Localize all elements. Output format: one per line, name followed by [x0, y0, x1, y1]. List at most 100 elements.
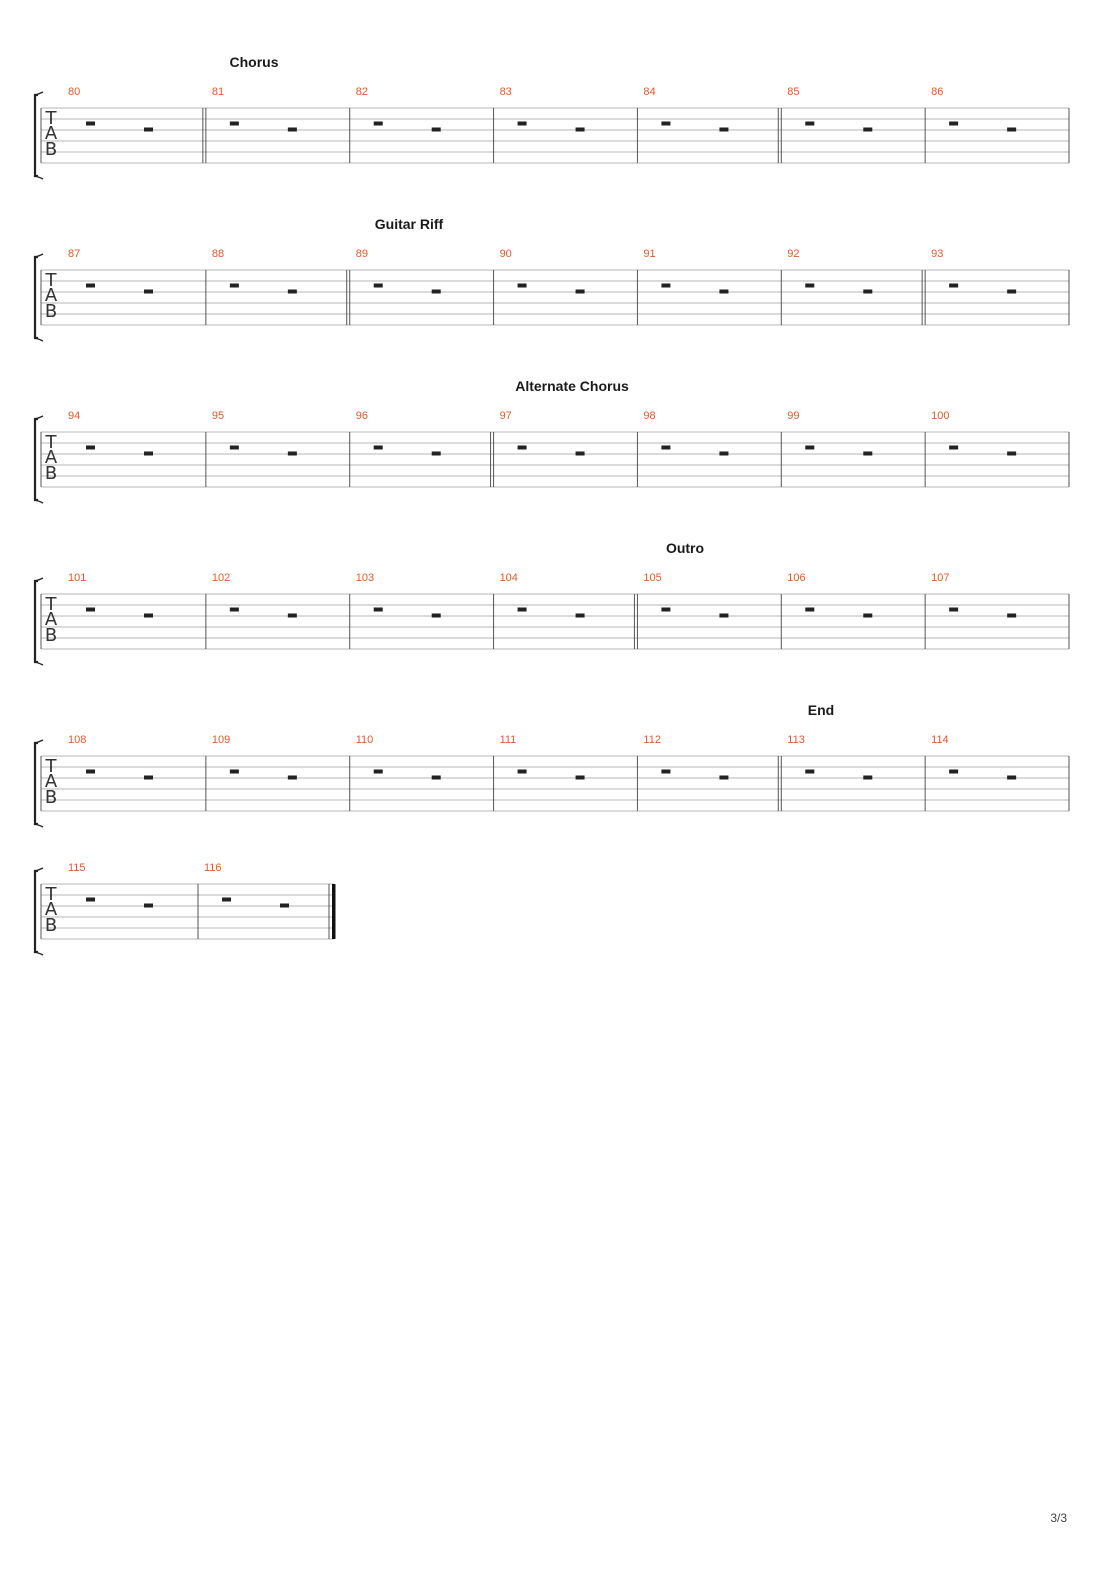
rest-mark — [805, 283, 815, 288]
rest-mark — [86, 607, 95, 612]
bar-number: 114 — [931, 734, 949, 746]
tab-clef-letter: T — [45, 108, 58, 129]
rest-mark — [144, 451, 153, 456]
rest-mark — [86, 445, 95, 450]
rest-mark — [144, 127, 153, 132]
rest-mark — [144, 289, 153, 294]
tab-clef-letter: B — [45, 301, 57, 322]
bar-number: 105 — [643, 572, 661, 584]
rest-mark — [805, 445, 815, 450]
rest-mark — [1007, 289, 1017, 294]
section-marker: Chorus — [230, 54, 279, 70]
bar-number: 96 — [356, 410, 368, 422]
tab-clef-letter: T — [45, 432, 58, 453]
rest-mark — [805, 769, 815, 774]
rest-mark — [222, 897, 231, 902]
tab-clef-letter: B — [45, 139, 57, 160]
rest-mark — [1007, 127, 1017, 132]
rest-mark — [373, 283, 383, 288]
section-marker: End — [808, 702, 834, 718]
rest-mark — [86, 121, 95, 126]
bracket-bottom-hook — [34, 823, 44, 828]
bar-number: 89 — [356, 248, 368, 260]
bar-number: 82 — [356, 86, 368, 98]
rest-mark — [287, 451, 297, 456]
tab-clef-letter: A — [45, 447, 58, 468]
bar-number: 100 — [931, 410, 949, 422]
rest-mark — [229, 121, 239, 126]
bar-number: 115 — [68, 862, 86, 874]
bar-number: 107 — [931, 572, 949, 584]
rest-mark — [373, 121, 383, 126]
section-marker: Guitar Riff — [375, 216, 444, 232]
bar-number: 83 — [500, 86, 512, 98]
bar-number: 109 — [212, 734, 230, 746]
rest-mark — [287, 127, 297, 132]
tab-clef-letter: B — [45, 915, 57, 936]
rest-mark — [431, 613, 441, 618]
bar-number: 116 — [204, 862, 222, 874]
tab-clef-letter: T — [45, 756, 58, 777]
tab-clef-letter: B — [45, 625, 57, 646]
section-marker: Outro — [666, 540, 704, 556]
bar-number: 97 — [500, 410, 512, 422]
rest-mark — [575, 451, 585, 456]
rest-mark — [144, 775, 153, 780]
rest-mark — [517, 445, 527, 450]
bar-number: 84 — [643, 86, 655, 98]
rest-mark — [575, 127, 585, 132]
bracket-bottom-hook — [34, 175, 44, 180]
rest-mark — [431, 451, 441, 456]
rest-mark — [144, 613, 153, 618]
bar-number: 102 — [212, 572, 230, 584]
rest-mark — [1007, 775, 1017, 780]
bar-number: 99 — [787, 410, 799, 422]
bar-number: 80 — [68, 86, 80, 98]
bar-number: 94 — [68, 410, 80, 422]
rest-mark — [287, 775, 297, 780]
rest-mark — [863, 451, 873, 456]
page-number: 3/3 — [1050, 1511, 1067, 1525]
rest-mark — [805, 607, 815, 612]
rest-mark — [517, 121, 527, 126]
rest-mark — [575, 613, 585, 618]
tab-clef-letter: A — [45, 771, 58, 792]
bracket-top-hook — [34, 867, 44, 872]
rest-mark — [661, 121, 671, 126]
rest-mark — [863, 613, 873, 618]
rest-mark — [1007, 451, 1017, 456]
rest-mark — [949, 445, 959, 450]
rest-mark — [949, 769, 959, 774]
bar-number: 110 — [356, 734, 374, 746]
rest-mark — [575, 775, 585, 780]
bar-number: 101 — [68, 572, 86, 584]
rest-mark — [373, 445, 383, 450]
rest-mark — [661, 607, 671, 612]
bar-number: 91 — [643, 248, 655, 260]
rest-mark — [719, 775, 729, 780]
rest-mark — [661, 445, 671, 450]
rest-mark — [719, 289, 729, 294]
bar-number: 93 — [931, 248, 943, 260]
rest-mark — [575, 289, 585, 294]
system-bracket — [33, 417, 38, 502]
system-bracket — [33, 93, 38, 178]
bar-number: 87 — [68, 248, 80, 260]
bar-number: 86 — [931, 86, 943, 98]
rest-mark — [863, 289, 873, 294]
rest-mark — [144, 903, 153, 908]
bar-number: 92 — [787, 248, 799, 260]
bracket-bottom-hook — [34, 337, 44, 342]
tab-clef-letter: T — [45, 594, 58, 615]
rest-mark — [373, 769, 383, 774]
rest-mark — [86, 769, 95, 774]
rest-mark — [229, 607, 239, 612]
bar-number: 108 — [68, 734, 86, 746]
rest-mark — [287, 613, 297, 618]
tab-clef-letter: B — [45, 787, 57, 808]
rest-mark — [229, 445, 239, 450]
bracket-top-hook — [34, 91, 44, 96]
bracket-top-hook — [34, 739, 44, 744]
rest-mark — [949, 121, 959, 126]
